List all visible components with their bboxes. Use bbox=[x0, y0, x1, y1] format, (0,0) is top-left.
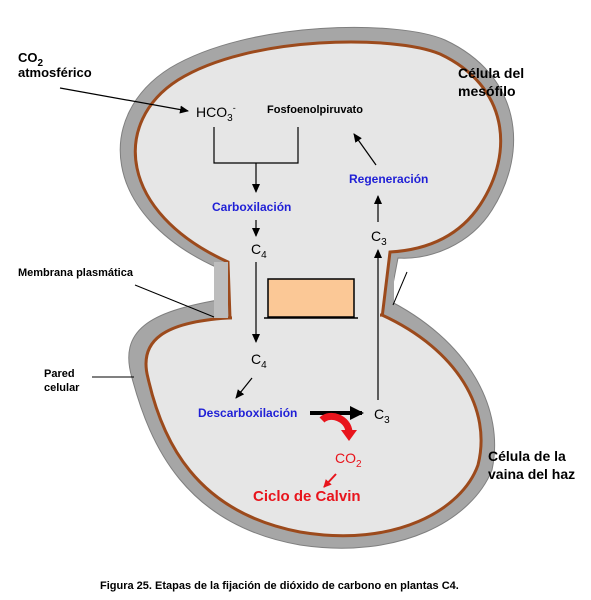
vaina-leader bbox=[392, 271, 408, 306]
co2-entry-arrow bbox=[59, 87, 189, 114]
co2-release-arrow bbox=[319, 413, 353, 433]
bundle-sheath-label: Célula de la vaina del haz bbox=[488, 448, 576, 483]
mesophyll-cytoplasm bbox=[133, 40, 503, 320]
arrow-to-pep bbox=[353, 133, 377, 166]
hco3-label: HCO3- bbox=[196, 103, 236, 124]
plasma-membrane-segment bbox=[214, 262, 228, 318]
co2-atmospheric-label: CO2 atmosférico bbox=[18, 50, 92, 80]
figure-caption: Figura 25. Etapas de la fijación de dióx… bbox=[100, 580, 459, 592]
descarboxilacion-label: Descarboxilación bbox=[198, 406, 298, 420]
pep-label: Fosfoenolpiruvato bbox=[267, 104, 363, 116]
cell-wall-label: Pared celular bbox=[44, 368, 80, 394]
c3-top-label: C3 bbox=[371, 228, 387, 248]
regeneracion-label: Regeneración bbox=[349, 172, 429, 186]
bundle-sheath-cytoplasm bbox=[144, 313, 483, 538]
membrane-leader bbox=[134, 284, 215, 318]
mesophyll-cell-label: Célula del mesófilo bbox=[458, 65, 525, 100]
c4-bottom-label: C4 bbox=[251, 351, 267, 371]
co2-to-calvin-arrow bbox=[323, 473, 337, 488]
co2-released-label: CO2 bbox=[335, 450, 362, 470]
calvin-cycle-label: Ciclo de Calvin bbox=[253, 488, 361, 505]
c3-bottom-label: C3 bbox=[374, 406, 390, 426]
plasmodesma-box bbox=[267, 278, 355, 318]
carboxilacion-label: Carboxilación bbox=[212, 200, 292, 214]
membrane-label: Membrana plasmática bbox=[18, 267, 133, 279]
arrow-to-descarboxilacion bbox=[235, 377, 253, 399]
c4-top-label: C4 bbox=[251, 241, 267, 261]
